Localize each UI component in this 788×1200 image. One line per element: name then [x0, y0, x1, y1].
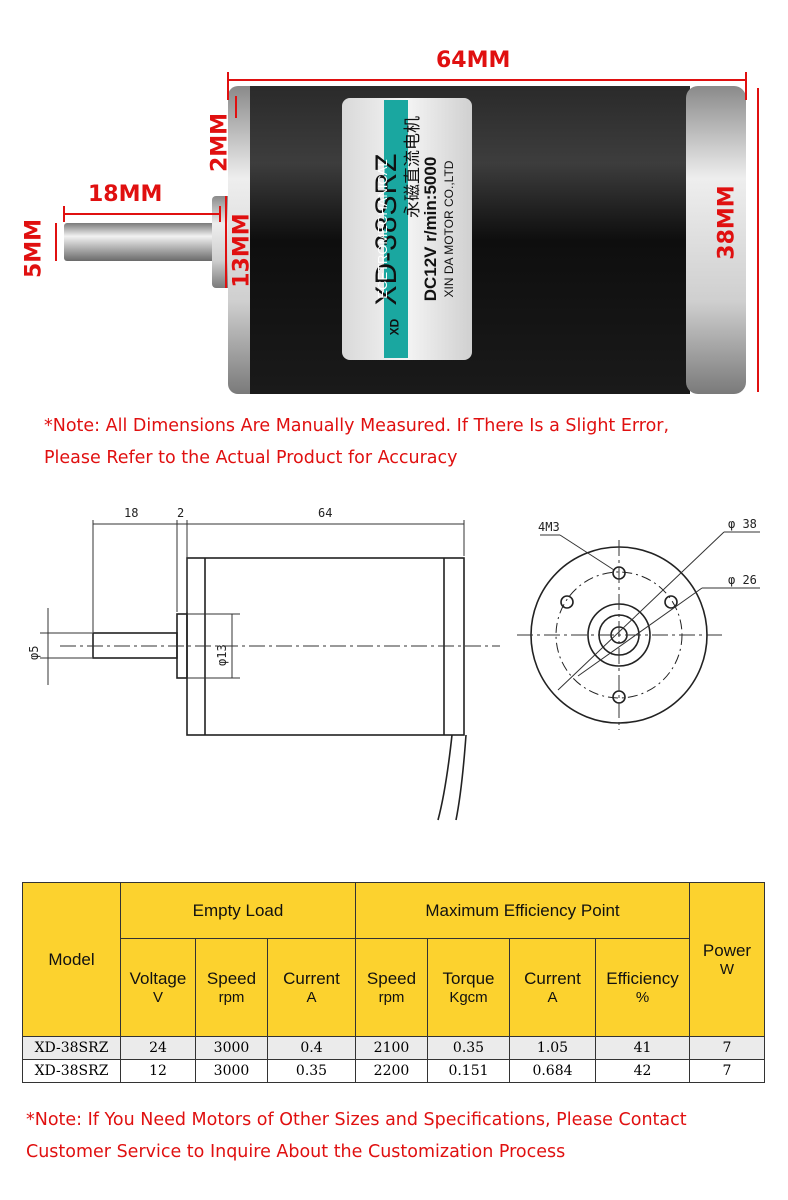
side-view	[92, 557, 467, 821]
header-empty-load: Empty Load	[120, 882, 356, 939]
sticker-text: XD-38SRZ ECETROMECHANICAL 永磁直流电机 DC12V r…	[342, 98, 472, 360]
drawing-phi38: φ 38	[728, 517, 757, 531]
drawing-4m3: 4M3	[538, 520, 560, 534]
spec-table: Model Empty Load Maximum Efficiency Poin…	[22, 882, 765, 1083]
header-model: Model	[22, 882, 121, 1037]
photo-dim-shaft-length: 18MM	[88, 182, 163, 207]
col-efficiency: Efficiency%	[595, 938, 690, 1037]
drawing-phi26: φ 26	[728, 573, 757, 587]
sticker-teal-strip	[384, 100, 408, 358]
sticker-logo: XD	[387, 318, 402, 336]
note-bottom-line2: Customer Service to Inquire About the Cu…	[26, 1142, 566, 1162]
drawing-dim-18: 18	[124, 506, 138, 520]
sticker-chinese: 永磁直流电机	[403, 116, 423, 218]
header-max-efficiency: Maximum Efficiency Point	[355, 882, 690, 939]
sticker-rating: DC12V r/min:5000	[421, 156, 440, 302]
sticker-maker: XIN DA MOTOR CO.,LTD	[442, 160, 456, 298]
table-row: XD-38SRZ 12 3000 0.35 2200 0.151 0.684 4…	[22, 1059, 765, 1083]
note-top: *Note: All Dimensions Are Manually Measu…	[44, 410, 669, 474]
note-top-line1: *Note: All Dimensions Are Manually Measu…	[44, 416, 670, 436]
photo-dim-boss-dia: 13MM	[229, 213, 255, 288]
drawing-dim-64: 64	[318, 506, 332, 520]
drawing-phi5: φ5	[27, 646, 41, 660]
motor-rear-cap	[686, 86, 746, 394]
photo-dim-shaft-dia: 5MM	[21, 218, 47, 279]
header-power: Power W	[689, 882, 765, 1037]
photo-dim-body-dia: 38MM	[714, 185, 740, 260]
drawing-body	[186, 557, 465, 736]
motor-shaft	[64, 223, 220, 261]
technical-drawing: 18 2 64 φ5 φ13 4M3 φ 38 φ 2	[0, 490, 788, 860]
note-bottom: *Note: If You Need Motors of Other Sizes…	[26, 1104, 687, 1168]
photo-dim-boss-height: 2MM	[207, 112, 233, 173]
note-bottom-line1: *Note: If You Need Motors of Other Sizes…	[26, 1110, 687, 1130]
motor-illustration	[55, 72, 759, 394]
note-top-line2: Please Refer to the Actual Product for A…	[44, 448, 458, 468]
photo-dim-length: 64MM	[436, 48, 511, 73]
table-row: XD-38SRZ 24 3000 0.4 2100 0.35 1.05 41 7	[22, 1036, 765, 1060]
drawing-phi13: φ13	[215, 644, 229, 666]
motor-photo	[0, 0, 788, 400]
drawing-dim-2: 2	[177, 506, 184, 520]
